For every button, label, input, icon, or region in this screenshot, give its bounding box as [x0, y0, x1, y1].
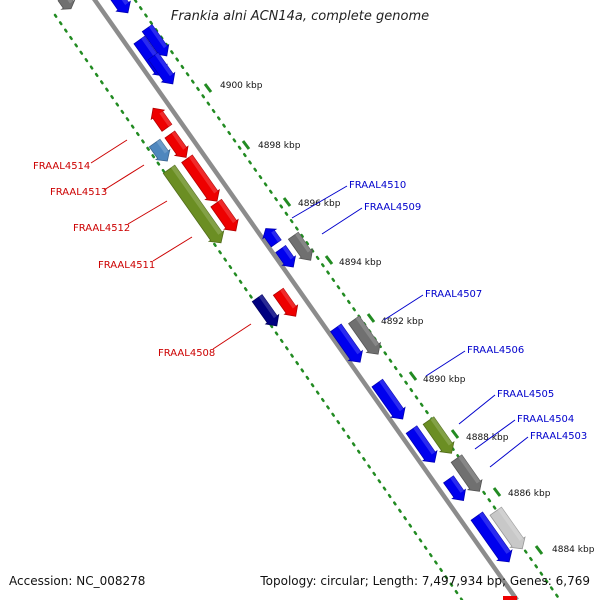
gene-label: FRAAL4504 [517, 414, 574, 425]
gene-highlight-g1 [121, 0, 129, 5]
gene-highlight-b4 [379, 379, 404, 412]
gene-arrow-gr2 [348, 315, 381, 355]
gene-arrow-b2 [275, 245, 296, 268]
gene-label: FRAAL4508 [158, 348, 215, 359]
genome-title: Frankia alni ACN14a, complete genome [170, 9, 430, 24]
gene-highlight-o1 [171, 165, 223, 235]
gene-label: FRAAL4514 [33, 161, 90, 172]
gene-arrow-o2 [422, 416, 455, 454]
gene-leader-line [152, 236, 193, 262]
gene-label: FRAAL4511 [98, 260, 155, 271]
gene-leader-line [489, 436, 529, 468]
ruler-tick-mark [408, 371, 418, 381]
gene-arrow-r4 [210, 198, 239, 232]
gene-highlight-b1 [271, 230, 282, 243]
ruler-tick-mark [282, 197, 292, 207]
gene-arrow-b3 [330, 323, 363, 363]
gene-highlight-r5 [280, 288, 296, 309]
gene-arrow-g2 [141, 24, 170, 57]
gene-label: FRAAL4509 [364, 202, 421, 213]
ruler-tick-mark [450, 429, 460, 439]
gene-arrow-b1 [262, 228, 282, 248]
ruler-tick-label: 4888 kbp [466, 433, 509, 443]
gene-highlight-gr3 [458, 454, 481, 484]
genome-summary-text: Topology: circular; Length: 7,497,934 bp… [260, 574, 590, 588]
gene-arrow-o1 [162, 164, 225, 244]
gene-arrow-lg1 [489, 506, 526, 550]
gene-highlight-s1 [156, 139, 169, 154]
gene-arrow-r5 [272, 287, 299, 317]
gene-arrow-r2 [164, 130, 189, 158]
gene-highlight-g4 [154, 52, 174, 77]
ruler-tick-mark [203, 83, 213, 93]
gene-label: FRAAL4505 [497, 389, 554, 400]
gene-highlight-o2 [430, 416, 453, 446]
ruler-tick-label: 4890 kbp [423, 375, 466, 385]
ruler-tick-mark [366, 313, 376, 323]
gene-label: FRAAL4512 [73, 223, 130, 234]
ruler-tick-mark [241, 140, 251, 150]
gene-leader-line [474, 419, 516, 450]
gene-arrow-b4 [371, 378, 406, 420]
gene-leader-line [458, 394, 496, 425]
gene-leader-line [291, 185, 348, 219]
ruler-tick-label: 4898 kbp [258, 141, 301, 151]
gene-label: FRAAL4510 [349, 180, 406, 191]
gene-leader-line [383, 294, 424, 321]
gene-label: FRAAL4503 [530, 431, 587, 442]
gene-highlight-r1 [159, 111, 172, 127]
genome-backbone [92, 0, 519, 600]
gene-arrow-b7 [470, 511, 513, 563]
gene-arrow-gr1 [287, 231, 314, 261]
gene-fragment-bottom [503, 596, 517, 600]
gene-arrow-b6 [443, 475, 466, 502]
gene-leader-line [321, 207, 363, 235]
gene-label: FRAAL4507 [425, 289, 482, 300]
gene-highlight-n1 [258, 294, 278, 319]
accession-text: Accession: NC_008278 [9, 574, 146, 588]
ruler-line-right [133, 0, 562, 600]
gene-highlight-g2 [148, 24, 168, 49]
gene-leader-line [425, 350, 466, 377]
ruler-tick-label: 4892 kbp [381, 317, 424, 327]
gene-highlight-b6 [450, 475, 464, 493]
gene-highlight-gr1 [295, 232, 311, 253]
gene-leader-line [127, 200, 168, 225]
gene-label: FRAAL4513 [50, 187, 107, 198]
gene-leader-line [90, 139, 128, 164]
ruler-tick-label: 4900 kbp [220, 81, 263, 91]
gene-arrow-gr3 [450, 454, 483, 492]
gene-arrow-b5 [405, 425, 438, 463]
ruler-tick-label: 4896 kbp [298, 199, 341, 209]
gene-highlight-g5 [67, 0, 74, 4]
gene-highlight-gr2 [355, 316, 379, 347]
gene-highlight-r3 [188, 155, 218, 194]
gene-arrow-r3 [181, 154, 220, 202]
gene-leader-line [103, 164, 145, 191]
gene-highlight-b7 [478, 512, 511, 554]
gene-highlight-lg1 [497, 507, 524, 541]
gene-label: FRAAL4506 [467, 345, 524, 356]
gene-highlight-b5 [413, 425, 436, 455]
ruler-line-left [53, 13, 464, 600]
gene-arrow-g4 [147, 52, 176, 85]
ruler-tick-label: 4894 kbp [339, 258, 382, 268]
gene-highlight-r4 [218, 199, 237, 223]
gene-highlight-b2 [282, 245, 294, 260]
ruler-tick-mark [492, 487, 502, 497]
ruler-tick-mark [324, 255, 334, 265]
gene-arrow-r1 [150, 107, 173, 132]
gene-arrow-n1 [251, 294, 280, 327]
ruler-tick-mark [534, 545, 544, 555]
ruler-tick-label: 4884 kbp [552, 545, 595, 555]
ruler-tick-label: 4886 kbp [508, 489, 551, 499]
gene-highlight-r2 [171, 131, 187, 150]
gene-arrow-s1 [148, 138, 171, 162]
gene-leader-line [212, 323, 252, 350]
gene-highlight-b3 [337, 324, 361, 355]
